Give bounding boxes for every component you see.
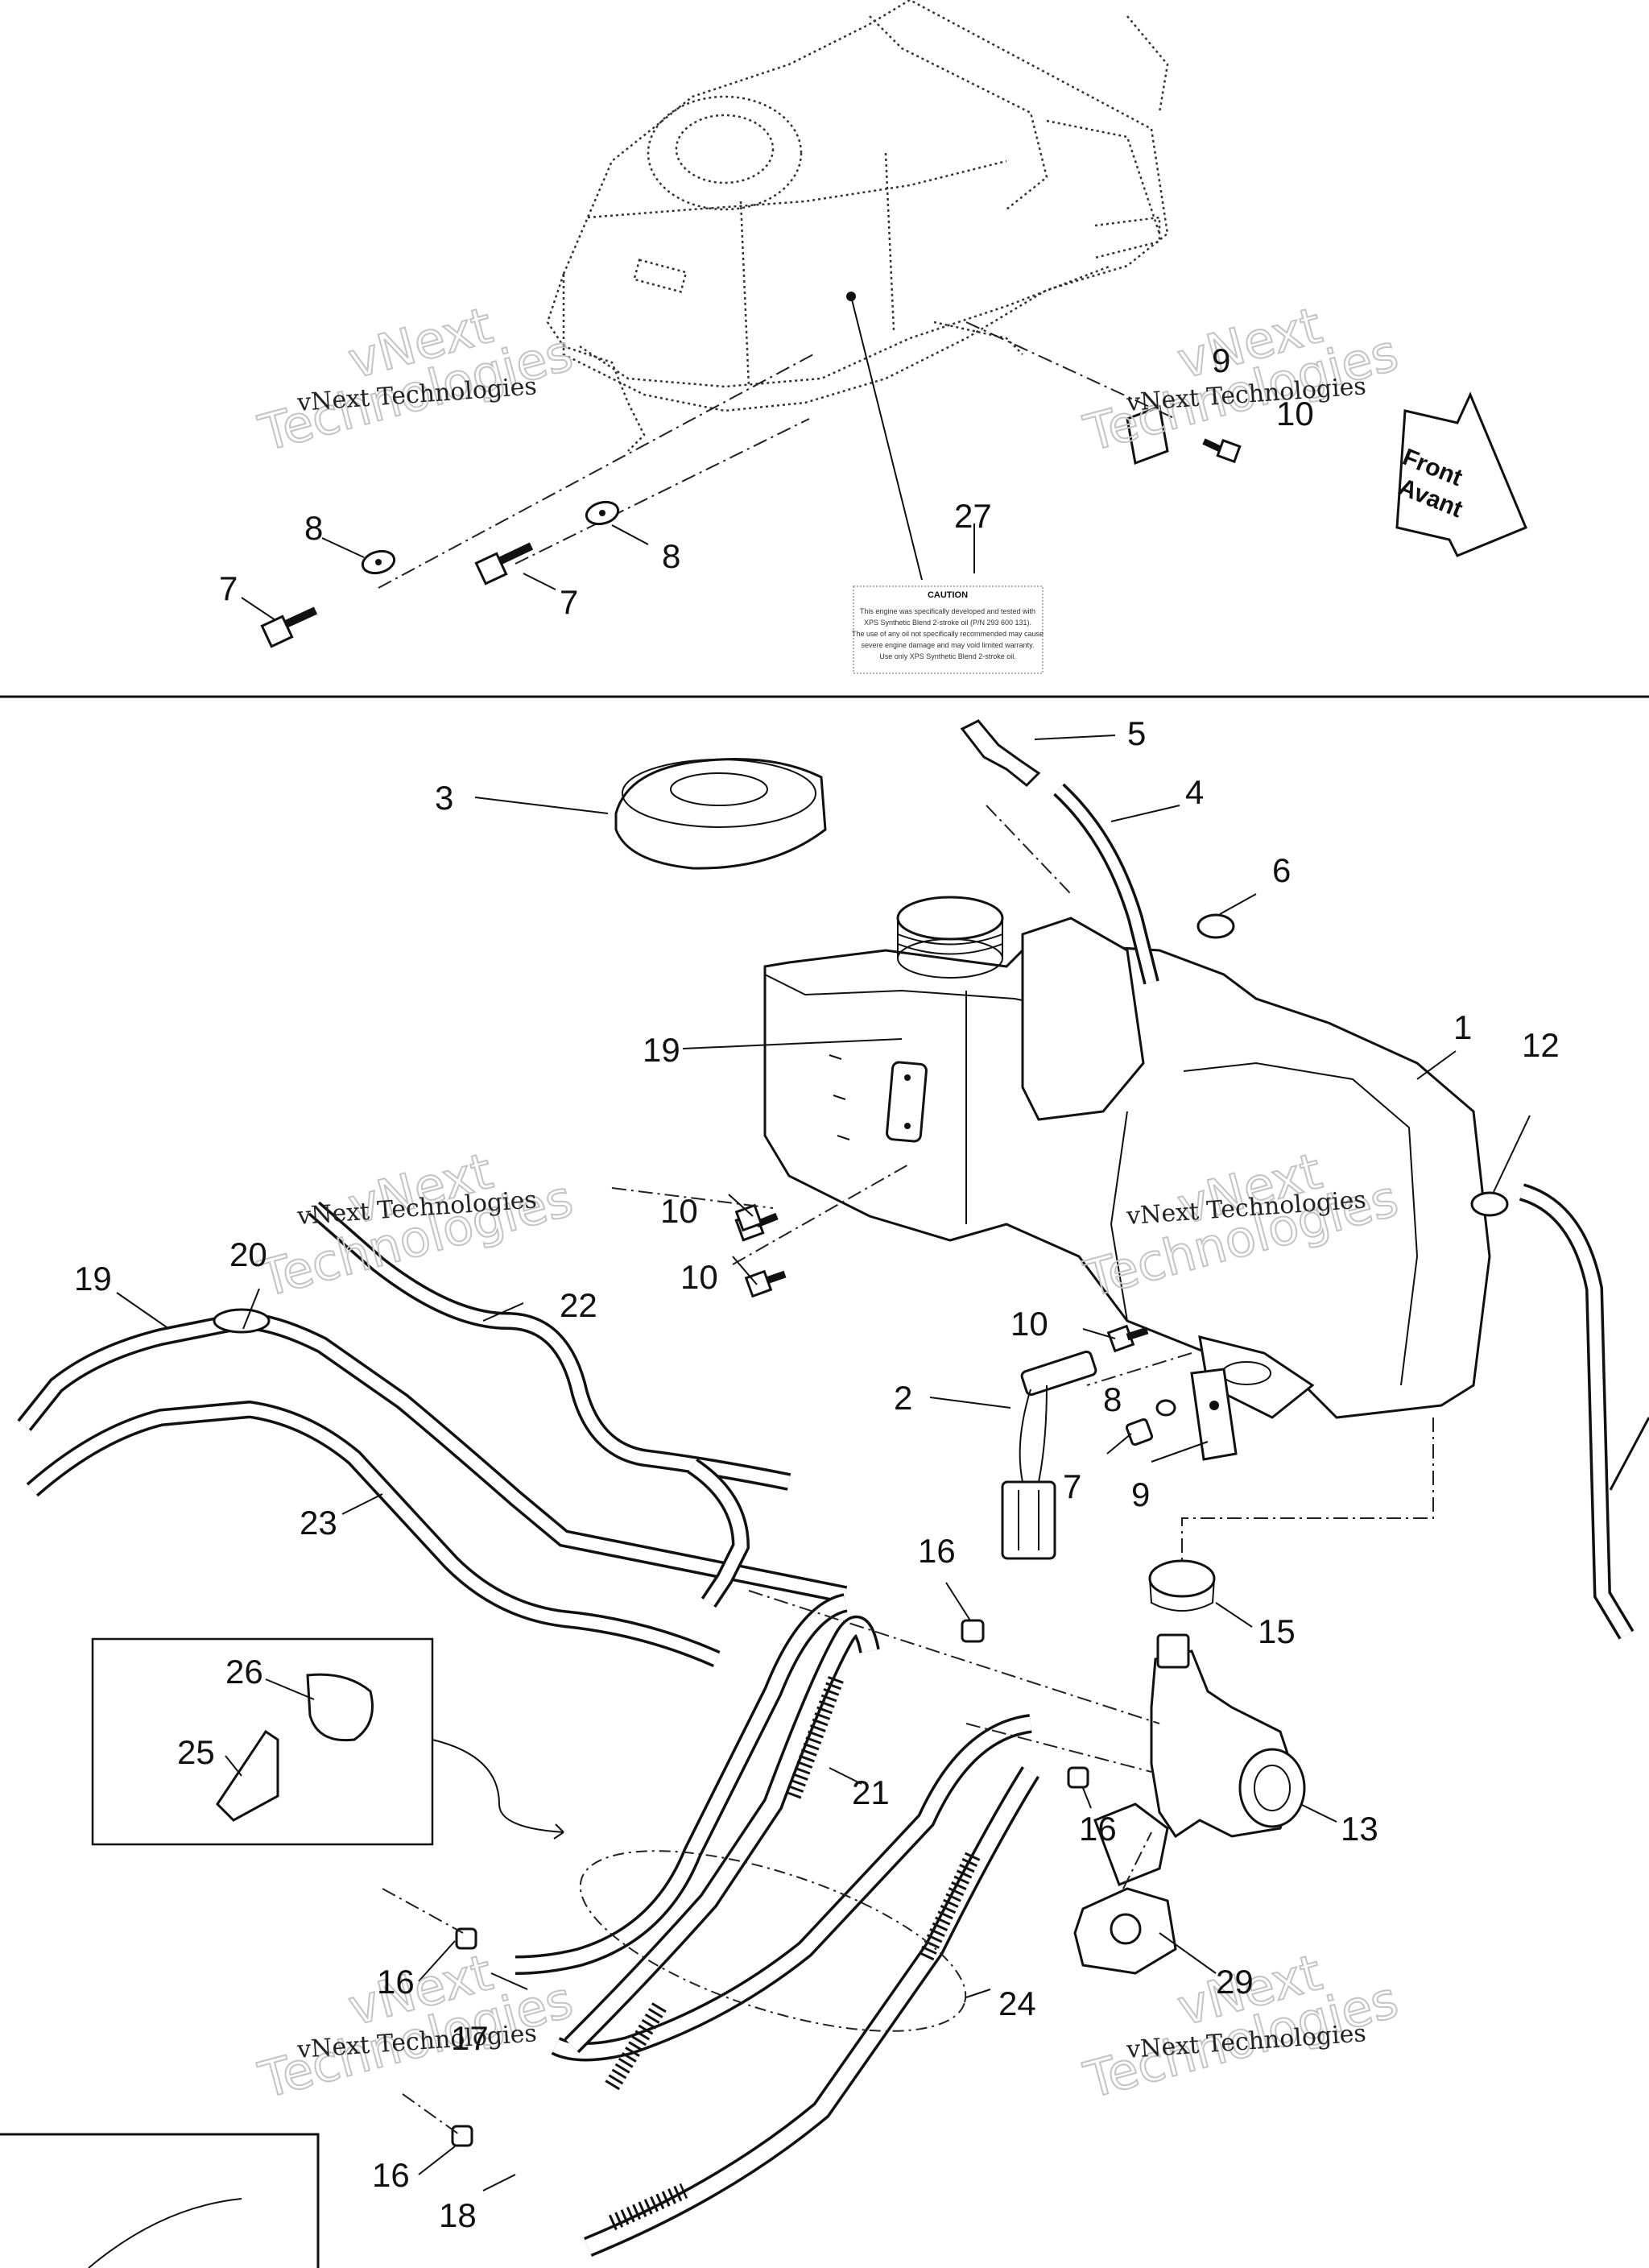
callout-1: 1 — [1453, 1008, 1472, 1046]
callouts: 8 7 7 8 27 9 10 5 4 3 6 1 12 19 10 10 10… — [74, 341, 1560, 2234]
callout-13: 13 — [1341, 1810, 1378, 1848]
oil-pump-illustration — [1073, 1559, 1306, 1975]
callout-10-top: 10 — [1276, 395, 1314, 432]
callout-8-a: 8 — [304, 509, 323, 547]
callout-8-b: 8 — [662, 537, 680, 575]
callout-9-top: 9 — [1212, 341, 1230, 379]
callout-8-c: 8 — [1103, 1380, 1122, 1418]
drain-hose-illustration — [1470, 1183, 1649, 1640]
caution-line-3: The use of any oil not specifically reco… — [852, 630, 1044, 638]
callout-7-b: 7 — [560, 583, 578, 621]
callout-19-tank: 19 — [643, 1031, 680, 1069]
callout-7-c: 7 — [1063, 1467, 1081, 1505]
callout-5: 5 — [1127, 714, 1146, 752]
callout-9-bottom: 9 — [1131, 1475, 1150, 1513]
callout-10-c: 10 — [1010, 1305, 1048, 1343]
top-hardware — [260, 404, 1242, 648]
callout-3: 3 — [435, 779, 453, 817]
callout-18: 18 — [439, 2196, 477, 2234]
detail-inset — [91, 1637, 564, 1846]
caution-sticker: CAUTION This engine was specifically dev… — [852, 586, 1044, 674]
callout-24: 24 — [998, 1984, 1036, 2022]
callout-19-hose: 19 — [74, 1260, 112, 1297]
vehicle-body-illustration — [546, 0, 1169, 452]
corner-inset — [0, 2133, 320, 2268]
callout-27: 27 — [954, 497, 992, 535]
level-sensor-illustration — [1001, 1350, 1097, 1560]
caution-line-1: This engine was specifically developed a… — [860, 607, 1035, 615]
callout-26: 26 — [225, 1653, 263, 1691]
caution-title: CAUTION — [928, 590, 968, 600]
caution-line-5: Use only XPS Synthetic Blend 2-stroke oi… — [879, 652, 1016, 660]
callout-4: 4 — [1185, 773, 1204, 811]
callout-7-a: 7 — [219, 569, 238, 607]
callout-12: 12 — [1522, 1026, 1560, 1064]
callout-16-b: 16 — [1079, 1810, 1117, 1848]
callout-6: 6 — [1272, 851, 1291, 889]
callout-10-b: 10 — [680, 1258, 718, 1296]
callout-16-a: 16 — [918, 1532, 956, 1570]
callout-2: 2 — [894, 1379, 912, 1417]
callout-21: 21 — [852, 1773, 890, 1811]
top-leader-lines — [241, 296, 1176, 621]
callout-29: 29 — [1216, 1963, 1254, 2001]
callout-23: 23 — [300, 1504, 337, 1542]
oil-cap-illustration — [614, 758, 827, 870]
bottom-leader-lines — [116, 735, 1531, 2191]
lower-hoses-illustration — [451, 1593, 1089, 2258]
caution-line-4: severe engine damage and may void limite… — [862, 641, 1035, 649]
callout-16-d: 16 — [372, 2156, 410, 2194]
vent-hose-illustration — [960, 719, 1235, 985]
callout-25: 25 — [177, 1733, 215, 1771]
callout-16-c: 16 — [377, 1963, 415, 2001]
callout-17: 17 — [451, 2019, 489, 2057]
oil-tank-illustration — [763, 896, 1491, 1419]
callout-15: 15 — [1258, 1612, 1296, 1650]
front-direction-arrow: Front Avant — [1395, 391, 1527, 557]
callout-22: 22 — [560, 1286, 597, 1324]
watermarks: vNext Technologies vNext Technologies vN… — [252, 295, 1405, 2111]
callout-10-a: 10 — [660, 1192, 698, 1230]
caution-line-2: XPS Synthetic Blend 2-stroke oil (P/N 29… — [864, 619, 1031, 627]
fuel-lines-illustration — [17, 1201, 848, 1668]
callout-20: 20 — [229, 1235, 267, 1273]
